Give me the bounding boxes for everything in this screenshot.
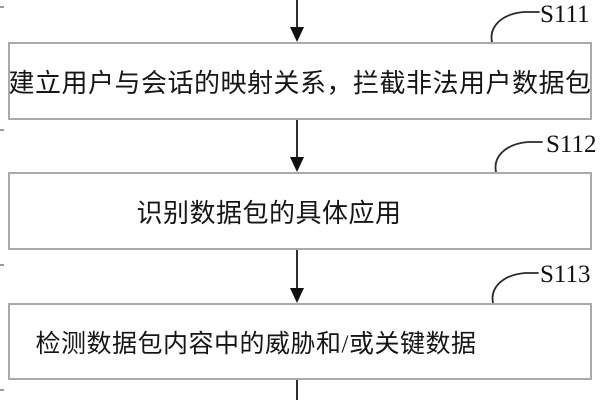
leader-line-s112: [494, 141, 543, 173]
arrow-into-step-1: [290, 0, 304, 42]
step-3-text: 检测数据包内容中的威胁和/或关键数据: [35, 330, 477, 358]
leader-line-s113: [491, 272, 539, 304]
page-edge-mark: [0, 389, 4, 391]
arrowhead-icon: [290, 157, 304, 172]
step-label-s113: S113: [540, 261, 591, 288]
page-edge-mark: [0, 129, 4, 131]
page-edge-mark: [0, 264, 4, 266]
step-label-s112: S112: [546, 131, 597, 158]
arrowhead-icon: [290, 288, 304, 303]
arrow-step-1-to-2: [290, 120, 304, 172]
step-2-text: 识别数据包的具体应用: [136, 198, 402, 228]
step-box-3: 检测数据包内容中的威胁和/或关键数据: [8, 303, 592, 380]
arrowhead-icon: [290, 27, 304, 42]
step-box-2: 识别数据包的具体应用: [8, 172, 592, 250]
page-edge-mark: [0, 6, 4, 8]
step-label-s111: S111: [540, 1, 590, 28]
step-1-text: 建立用户与会话的映射关系，拦截非法用户数据包: [8, 68, 592, 98]
arrow-step-2-to-3: [290, 250, 304, 303]
step-box-1: 建立用户与会话的映射关系，拦截非法用户数据包: [8, 42, 592, 120]
leader-line-s111: [490, 11, 540, 43]
